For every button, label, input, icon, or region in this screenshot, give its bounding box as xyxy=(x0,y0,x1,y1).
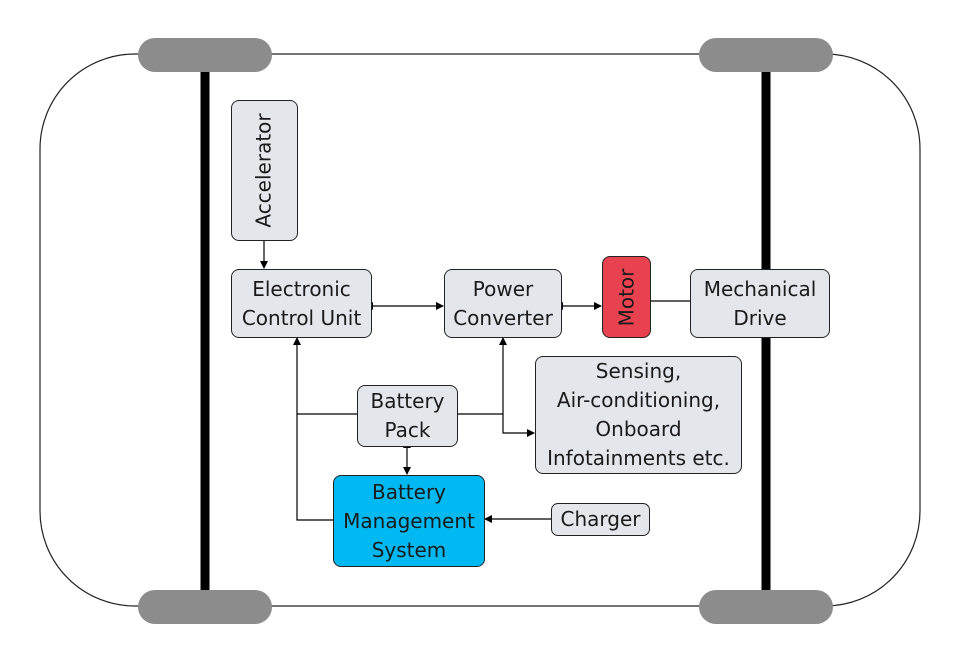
battery-pack-block: Battery Pack xyxy=(357,385,458,447)
auxiliary-loads-label: Sensing, Air-conditioning, Onboard Infot… xyxy=(547,359,730,470)
wheel-rear-right xyxy=(699,590,833,624)
wheel-rear-left xyxy=(138,590,272,624)
charger-label: Charger xyxy=(560,507,641,531)
accelerator-block: Accelerator xyxy=(231,100,298,241)
vehicle-body-outline xyxy=(39,53,921,607)
accelerator-label: Accelerator xyxy=(252,113,276,228)
electronic-control-unit-label: Electronic Control Unit xyxy=(241,276,362,330)
connector-bms-ecu xyxy=(296,414,333,521)
connector-battery-pack-power-converter xyxy=(458,337,507,415)
charger-block: Charger xyxy=(551,503,650,536)
motor-label: Motor xyxy=(614,268,639,326)
wheel-front-left xyxy=(138,38,272,72)
power-converter-label: Power Converter xyxy=(453,276,553,330)
motor-block: Motor xyxy=(602,256,651,338)
power-converter-block: Power Converter xyxy=(444,269,562,338)
electronic-control-unit-block: Electronic Control Unit xyxy=(231,269,372,338)
wheel-front-right xyxy=(699,38,833,72)
auxiliary-loads-block: Sensing, Air-conditioning, Onboard Infot… xyxy=(535,356,742,474)
battery-management-system-label: Battery Management System xyxy=(343,479,475,562)
battery-pack-label: Battery Pack xyxy=(370,389,445,442)
connector-battery-pack-ecu xyxy=(293,337,357,415)
mechanical-drive-label: Mechanical Drive xyxy=(703,276,817,330)
mechanical-drive-block: Mechanical Drive xyxy=(690,269,830,338)
connector-branch-to-loads xyxy=(502,414,535,437)
battery-management-system-block: Battery Management System xyxy=(333,475,485,567)
